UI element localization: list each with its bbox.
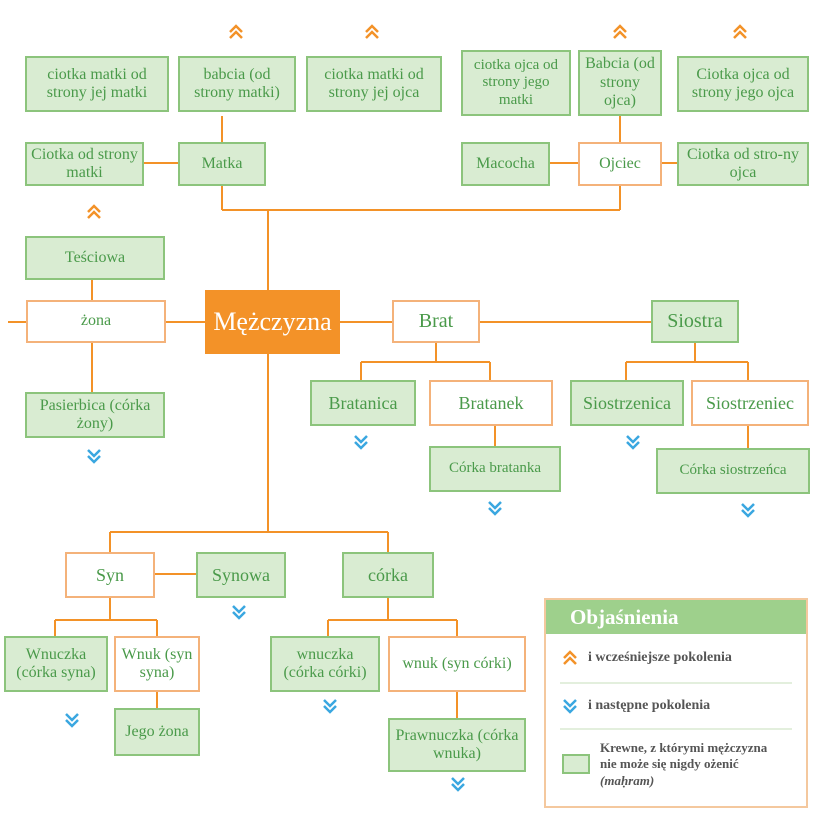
double-chevron-up-icon <box>733 24 747 39</box>
node-siostrzenica: Siostrzenica <box>570 380 684 426</box>
node-syn: Syn <box>65 552 155 598</box>
legend-title: Objaśnienia <box>546 600 806 634</box>
node-ciotka-od-strony-matki: Ciotka od strony matki <box>25 142 144 186</box>
node-bratanek: Bratanek <box>429 380 553 426</box>
node-siostrzeniec: Siostrzeniec <box>691 380 809 426</box>
node-corka-siostrzenca: Córka siostrzeńca <box>656 448 810 494</box>
legend-row-next: i następne pokolenia <box>562 698 710 714</box>
node-zona: żona <box>26 300 166 343</box>
node-jego-zona: Jego żona <box>114 708 200 756</box>
node-babcia-od-strony-ojca: Babcia (od strony ojca) <box>578 50 662 116</box>
node-ojciec: Ojciec <box>578 142 662 186</box>
node-babcia-od-strony-matki: babcia (od strony matki) <box>178 56 296 112</box>
node-tesciowa: Teściowa <box>25 236 165 280</box>
node-wnuk-syn-corki: wnuk (syn córki) <box>388 636 526 692</box>
double-chevron-up-icon <box>613 24 627 39</box>
legend-mahram-line1: Krewne, z którymi mężczyzna <box>600 740 768 755</box>
double-chevron-down-icon <box>232 605 246 620</box>
node-ciotka-matki-od-strony-jej-matki: ciotka matki od strony jej matki <box>25 56 169 112</box>
legend-divider <box>560 682 792 684</box>
double-chevron-down-icon <box>323 699 337 714</box>
double-chevron-up-icon <box>563 650 577 665</box>
legend-next-label: i następne pokolenia <box>588 698 711 713</box>
node-prawnuczka: Prawnuczka (córka wnuka) <box>388 718 526 772</box>
double-chevron-down-icon <box>354 435 368 450</box>
node-ciotka-matki-od-strony-jej-ojca: ciotka matki od strony jej ojca <box>306 56 442 112</box>
double-chevron-down-icon <box>563 699 577 714</box>
node-brat: Brat <box>392 300 480 343</box>
node-wnuczka-corka-syna: Wnuczka (córka syna) <box>4 636 108 692</box>
node-macocha: Macocha <box>461 142 550 186</box>
node-corka-bratanka: Córka bratanka <box>429 446 561 492</box>
double-chevron-down-icon <box>451 777 465 792</box>
node-mezczyzna: Mężczyzna <box>205 290 340 354</box>
node-corka: córka <box>342 552 434 598</box>
double-chevron-down-icon <box>626 435 640 450</box>
double-chevron-down-icon <box>488 501 502 516</box>
legend-row-earlier: i wcześniejsze pokolenia <box>562 650 732 666</box>
double-chevron-up-icon <box>87 204 101 219</box>
node-synowa: Synowa <box>196 552 286 598</box>
legend-divider <box>560 728 792 730</box>
node-matka: Matka <box>178 142 266 186</box>
node-ciotka-od-strony-ojca: Ciotka od stro-ny ojca <box>677 142 809 186</box>
node-siostra: Siostra <box>651 300 739 343</box>
node-wnuk-syn-syna: Wnuk (syn syna) <box>114 636 200 692</box>
double-chevron-down-icon <box>65 713 79 728</box>
legend-row-mahram: Krewne, z którymi mężczyzna nie może się… <box>562 740 767 789</box>
double-chevron-up-icon <box>229 24 243 39</box>
legend-mahram-term: (maḥram) <box>600 772 655 788</box>
double-chevron-up-icon <box>365 24 379 39</box>
legend-panel: Objaśnienia i wcześniejsze pokolenia i n… <box>544 598 808 808</box>
double-chevron-down-icon <box>87 449 101 464</box>
node-ciotka-ojca-od-strony-jego-matki: ciotka ojca od strony jego matki <box>461 50 571 116</box>
legend-earlier-label: i wcześniejsze pokolenia <box>588 650 732 665</box>
legend-mahram-line2: nie może się nigdy ożenić <box>600 756 739 772</box>
node-ciotka-ojca-od-strony-jego-ojca: Ciotka ojca od strony jego ojca <box>677 56 809 112</box>
node-pasierbica: Pasierbica (córka żony) <box>25 392 165 438</box>
mahram-swatch <box>562 754 590 775</box>
node-wnuczka-corka-corki: wnuczka (córka córki) <box>270 636 380 692</box>
node-bratanica: Bratanica <box>310 380 416 426</box>
double-chevron-down-icon <box>741 503 755 518</box>
